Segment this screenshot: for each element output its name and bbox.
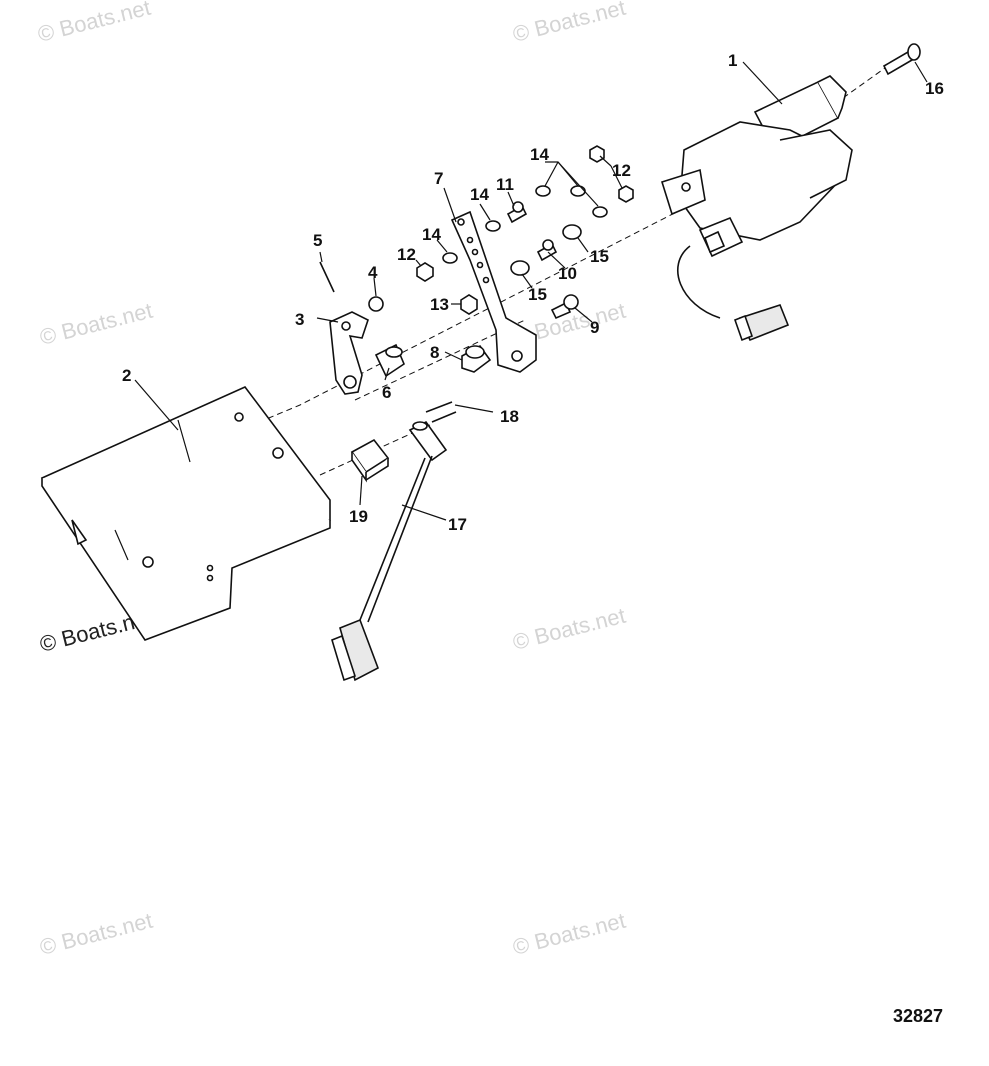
washer (592, 206, 608, 218)
leader-lines (134, 61, 928, 521)
nut (589, 145, 605, 163)
callout-1: 1 (728, 51, 737, 70)
washer (485, 220, 501, 232)
callout-18: 18 (500, 407, 519, 426)
callout-10: 10 (558, 264, 577, 283)
callout-14: 14 (470, 185, 489, 204)
callouts: 1 2 3 4 5 6 7 8 9 10 11 12 12 13 14 14 1… (122, 51, 944, 534)
bolt (550, 294, 579, 320)
watermark: © Boats.net (35, 0, 153, 47)
position-sensor (331, 420, 448, 682)
washer (562, 224, 582, 240)
sensor-cover (350, 438, 390, 483)
nut (416, 262, 434, 282)
ball-stud (536, 239, 558, 262)
ball-stud (506, 201, 528, 224)
callout-15: 15 (528, 285, 547, 304)
washer (535, 185, 551, 197)
callout-8: 8 (430, 343, 439, 362)
lever-arm (329, 311, 369, 395)
mounting-plate (40, 386, 331, 641)
callout-19: 19 (349, 507, 368, 526)
watermark: © Boats.net (510, 603, 628, 655)
cotter-pin (319, 261, 335, 293)
nut (460, 294, 478, 315)
screw (425, 401, 453, 413)
washer (570, 185, 586, 197)
electric-actuator (660, 75, 853, 342)
callout-4: 4 (368, 263, 378, 282)
link-bracket (450, 210, 537, 373)
watermark: © Boats.net (510, 908, 628, 960)
callout-17: 17 (448, 515, 467, 534)
watermark: © Boats.net (37, 298, 155, 350)
callout-11: 11 (496, 175, 514, 194)
callout-9: 9 (590, 318, 599, 337)
callout-12: 12 (397, 245, 416, 264)
spacer (461, 344, 492, 373)
callout-2: 2 (122, 366, 131, 385)
figure-number: 32827 (893, 1006, 943, 1026)
callout-13: 13 (430, 295, 449, 314)
callout-14: 14 (530, 145, 549, 164)
callout-3: 3 (295, 310, 304, 329)
callout-7: 7 (434, 169, 443, 188)
callout-14: 14 (422, 225, 441, 244)
nut (618, 185, 634, 203)
washer (442, 252, 458, 264)
callout-12: 12 (612, 161, 631, 180)
callout-15: 15 (590, 247, 609, 266)
watermark: © Boats.net (510, 0, 628, 47)
watermark: © Boats.net (37, 908, 155, 960)
callout-6: 6 (382, 383, 391, 402)
washer (510, 260, 530, 276)
callout-16: 16 (925, 79, 944, 98)
bolt (882, 43, 921, 76)
callout-5: 5 (313, 231, 322, 250)
ball-fitting (368, 296, 384, 312)
screw (431, 411, 457, 423)
bushing (374, 343, 405, 378)
